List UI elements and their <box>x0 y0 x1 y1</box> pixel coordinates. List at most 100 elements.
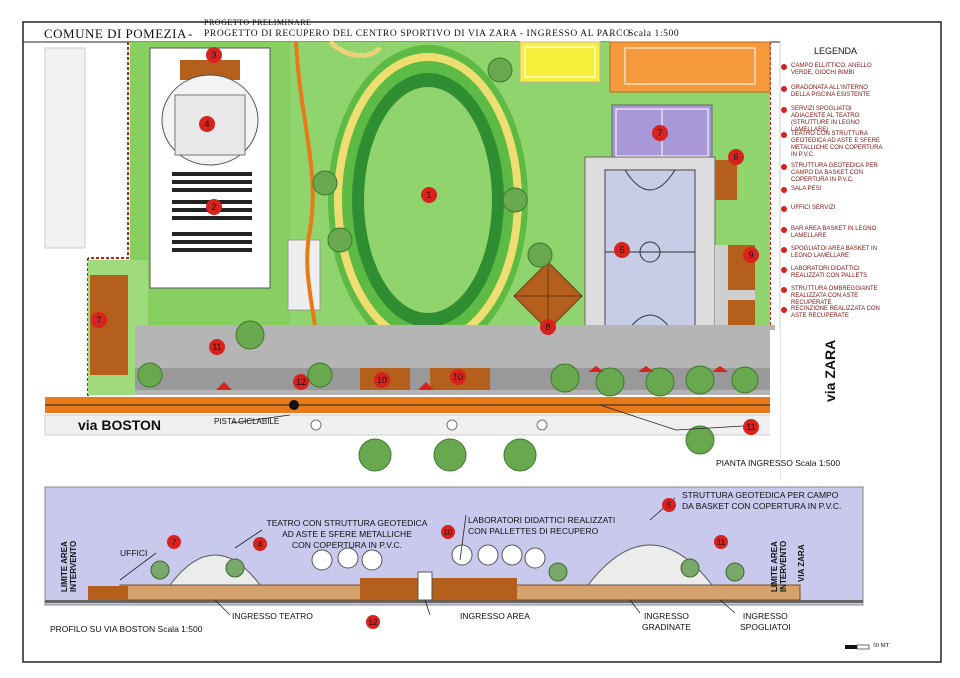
number-marker-label: 2 <box>211 202 216 212</box>
number-marker-label: 1 <box>426 190 431 200</box>
legend-item: LABORATORI DIDATTICI REALIZZATI CON PALL… <box>781 266 887 280</box>
number-marker-label: 6 <box>733 152 738 162</box>
profile-teatro-line2: AD ASTE E SFERE METALLICHE <box>282 529 412 539</box>
legend-item-text: SPOGLIATOI AREA BASKET IN LEGNO LAMELLAR… <box>791 246 878 259</box>
legend-bullet-icon <box>781 206 787 212</box>
legend-bullet-icon <box>781 247 787 253</box>
number-marker-label: 3 <box>211 50 216 60</box>
legend-bullet-icon <box>781 164 787 170</box>
legend-item: TEATRO CON STRUTTURA GEOTEDICA AD ASTE E… <box>781 131 887 159</box>
legend-bullet-icon <box>781 227 787 233</box>
legend-item-text: RECINZIONE REALIZZATA CON ASTE RECUPERAT… <box>791 306 880 319</box>
number-marker-label: 11 <box>746 422 755 432</box>
profile-ingresso-spogliatoi-line2: SPOGLIATOI <box>740 622 791 632</box>
legend-item: SALA PESI <box>781 186 887 193</box>
number-marker-label: 11 <box>717 538 726 547</box>
legend-item: STRUTTURA OMBREGGIANTE REALIZZATA CON AS… <box>781 286 887 307</box>
number-marker-label: 10 <box>453 372 463 382</box>
legend-item: CAMPO ELLITTICO, ANELLO VERDE, GIOCHI BI… <box>781 63 887 77</box>
legend-item: SERVIZI SPOGLIATOI ADIACENTE AL TEATRO (… <box>781 106 887 134</box>
legend-item-text: STRUTTURA GEOTEDICA PER CAMPO DA BASKET … <box>791 163 878 183</box>
profile-ingresso-gradinate-line2: GRADINATE <box>642 622 691 632</box>
header-scale: Scala 1:500 <box>628 29 680 39</box>
street-boston-label: via BOSTON <box>78 417 161 433</box>
number-marker-label: 12 <box>369 618 378 627</box>
profile-lab-line1: LABORATORI DIDATTICI REALIZZATI <box>468 515 616 525</box>
number-marker: 9 <box>743 247 759 263</box>
number-marker: 6 <box>728 149 744 165</box>
number-marker: 7 <box>652 125 668 141</box>
number-marker-label: 10 <box>377 375 387 385</box>
legend-bullet-icon <box>781 86 787 92</box>
number-marker-label: 9 <box>748 250 753 260</box>
legend-item-text: STRUTTURA OMBREGGIANTE REALIZZATA CON AS… <box>791 286 878 306</box>
plan-caption: PIANTA INGRESSO Scala 1:500 <box>716 458 841 468</box>
profile-teatro-line1: TEATRO CON STRUTTURA GEOTEDICA <box>266 518 428 528</box>
profile-uffici: UFFICI <box>120 548 148 558</box>
number-marker: 1 <box>421 187 437 203</box>
profile-ingresso-gradinate-line1: INGRESSO <box>644 611 689 621</box>
legend-item: GRADONATA ALL'INTERNO DELLA PISCINA ESIS… <box>781 85 887 99</box>
legend-bullet-icon <box>781 64 787 70</box>
legend-item-text: UFFICI SERVIZI <box>791 205 836 211</box>
legend-title: LEGENDA <box>814 46 858 56</box>
legend-item-text: BAR AREA BASKET IN LEGNO LAMELLARE <box>791 226 877 239</box>
legend-bullet-icon <box>781 287 787 293</box>
legend-item-text: GRADONATA ALL'INTERNO DELLA PISCINA ESIS… <box>791 85 871 98</box>
number-marker: 5 <box>662 498 676 512</box>
number-marker: 5 <box>614 242 630 258</box>
number-marker-label: 11 <box>212 342 221 352</box>
number-marker: 11 <box>714 535 728 549</box>
number-marker: 2 <box>206 199 222 215</box>
legend-bullet-icon <box>781 132 787 138</box>
bike-lane-label: PISTA CICLABILE <box>214 417 280 426</box>
number-marker: 4 <box>199 116 215 132</box>
number-marker: 12 <box>293 374 309 390</box>
legend-bullet-icon <box>781 307 787 313</box>
legend-item-text: SERVIZI SPOGLIATOI ADIACENTE AL TEATRO (… <box>791 106 860 133</box>
profile-ingresso-teatro: INGRESSO TEATRO <box>232 611 313 621</box>
profile-geo-line1: STRUTTURA GEOTEDICA PER CAMPO <box>682 490 839 500</box>
number-marker-label: 4 <box>204 119 209 129</box>
number-marker-label: 12 <box>296 377 306 387</box>
legend-item-text: LABORATORI DIDATTICI REALIZZATI CON PALL… <box>791 266 868 279</box>
profile-ingresso-spogliatoi: INGRESSO SPOGLIATOI <box>740 611 791 633</box>
number-marker-label: 7 <box>657 128 662 138</box>
number-marker-label: 10 <box>444 528 453 537</box>
profile-teatro: TEATRO CON STRUTTURA GEOTEDICA AD ASTE E… <box>262 518 432 551</box>
legend-bullet-icon <box>781 187 787 193</box>
title-dash: - <box>188 26 193 41</box>
profile-geotedica: STRUTTURA GEOTEDICA PER CAMPO DA BASKET … <box>682 490 841 512</box>
legend-item: SPOGLIATOI AREA BASKET IN LEGNO LAMELLAR… <box>781 246 887 260</box>
number-marker: 12 <box>366 615 380 629</box>
project-title: PROGETTO DI RECUPERO DEL CENTRO SPORTIVO… <box>204 29 631 39</box>
number-marker-label: 7 <box>172 538 177 547</box>
legend-bullet-icon <box>781 267 787 273</box>
legend-item: STRUTTURA GEOTEDICA PER CAMPO DA BASKET … <box>781 163 887 184</box>
profile-geo-line2: DA BASKET CON COPERTURA IN P.V.C. <box>682 501 842 511</box>
number-marker: 8 <box>540 319 556 335</box>
profile-ingresso-area: INGRESSO AREA <box>460 611 530 621</box>
profile-ingresso-spogliatoi-line1: INGRESSO <box>742 611 788 621</box>
number-marker: 10 <box>450 369 466 385</box>
project-type: PROGETTO PRELIMINARE <box>204 18 312 27</box>
scale-bar-label: 50 MT <box>873 643 890 649</box>
legend-item-text: TEATRO CON STRUTTURA GEOTEDICA AD ASTE E… <box>791 131 883 158</box>
number-marker-label: 4 <box>258 540 263 549</box>
number-marker: 7 <box>91 312 107 328</box>
municipality-title: COMUNE DI POMEZIA <box>44 26 187 41</box>
number-marker: 10 <box>441 525 455 539</box>
legend-item: RECINZIONE REALIZZATA CON ASTE RECUPERAT… <box>781 306 887 320</box>
number-marker: 11 <box>743 419 759 435</box>
number-marker-label: 8 <box>545 322 550 332</box>
profile-teatro-line3: CON COPERTURA IN P.V.C. <box>292 540 402 550</box>
number-marker: 11 <box>209 339 225 355</box>
profile-lab-line2: CON PALLETTES DI RECUPERO <box>468 526 599 536</box>
number-marker: 10 <box>374 372 390 388</box>
legend-item-text: CAMPO ELLITTICO, ANELLO VERDE, GIOCHI BI… <box>791 63 872 76</box>
number-marker: 4 <box>253 537 267 551</box>
number-marker: 3 <box>206 47 222 63</box>
